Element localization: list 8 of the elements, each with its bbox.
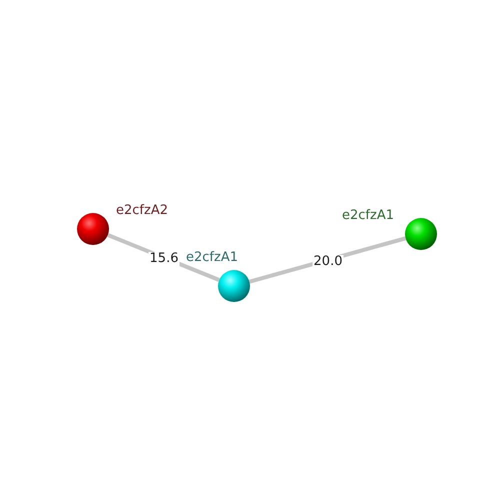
edge-label: 20.0 [312,255,344,269]
node-label: e2cfzA2 [116,203,168,218]
edge-label: 15.6 [148,252,180,266]
sphere [218,270,250,302]
sphere [77,213,109,245]
node-label: e2cfzA1 [186,250,238,265]
node-label: e2cfzA1 [342,208,394,223]
sphere [405,218,437,250]
